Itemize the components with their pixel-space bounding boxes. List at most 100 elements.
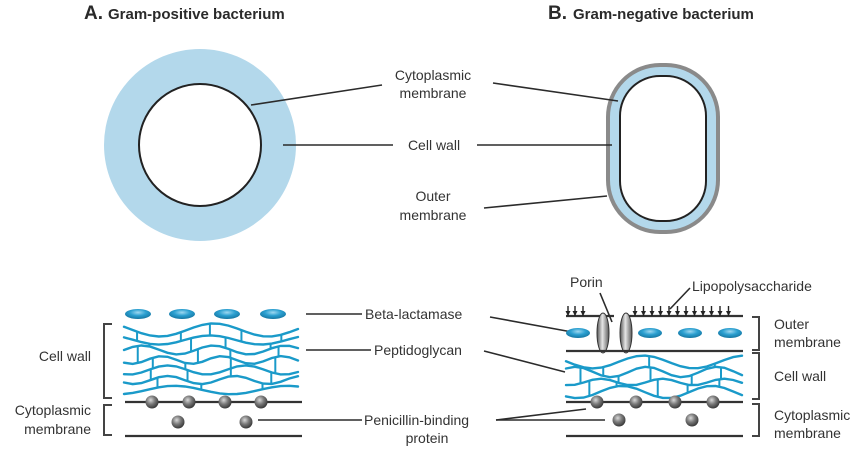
bracket-cytoplasmic-membrane (103, 404, 112, 436)
label-beta-lactamase: Beta-lactamase (365, 306, 462, 322)
peptidoglycan-strand (122, 384, 300, 396)
beta-lactamase-enzyme (125, 309, 151, 319)
label-peptidoglycan: Peptidoglycan (374, 342, 462, 358)
leader-line (483, 195, 608, 209)
lipopolysaccharide-group (565, 306, 731, 316)
peptidoglycan-strand (122, 322, 300, 338)
penicillin-binding-protein (145, 395, 159, 409)
gram-positive-cytoplasmic-membrane (138, 83, 262, 207)
right-label-cytoplasmic-membrane-line2: membrane (774, 425, 841, 441)
penicillin-binding-protein (706, 395, 720, 409)
peptidoglycan-mesh (122, 322, 300, 396)
penicillin-binding-protein (612, 413, 626, 427)
gram-negative-cell (606, 63, 720, 234)
panel-b-title-text: Gram-negative bacterium (573, 6, 754, 23)
penicillin-binding-proteins-negative (590, 395, 720, 427)
panel-b-title: B. Gram-negative bacterium (548, 3, 754, 24)
gram-positive-cell (104, 49, 296, 241)
peptidoglycan-strand (564, 384, 744, 400)
peptidoglycan-strand (122, 334, 300, 346)
right-label-cell-wall: Cell wall (774, 368, 826, 384)
penicillin-binding-protein (239, 415, 253, 429)
top-labels: Cytoplasmic membrane Cell wall Outer mem… (250, 67, 619, 223)
lipopolysaccharide-head (726, 311, 731, 316)
lipopolysaccharide-head (683, 311, 689, 316)
peptidoglycan-strand (122, 354, 300, 366)
lipopolysaccharide-head (666, 311, 672, 316)
bracket-outer-membrane (752, 316, 760, 351)
bracket-cell-wall (103, 323, 112, 399)
gram-negative-cross-section: Porin Lipopolysaccharide Outer membrane … (564, 274, 850, 441)
label-outer-membrane-line1: Outer (415, 188, 450, 204)
beta-lactamase-enzyme (638, 328, 662, 338)
label-porin: Porin (570, 274, 603, 290)
beta-lactamase-group-negative (566, 328, 742, 338)
porin-leader (599, 292, 613, 323)
beta-lactamase-enzyme (566, 328, 590, 338)
left-label-cytoplasmic-membrane-line1: Cytoplasmic (15, 402, 91, 418)
lipopolysaccharide-head (572, 311, 578, 316)
beta-lactamase-group (125, 309, 286, 319)
lipopolysaccharide-head (632, 311, 638, 316)
panel-a-letter: A. (84, 3, 103, 24)
penicillin-binding-protein (218, 395, 232, 409)
lipopolysaccharide-head (675, 311, 680, 316)
beta-lactamase-enzyme (718, 328, 742, 338)
porin-left (596, 312, 610, 354)
middle-labels: Beta-lactamase Peptidoglycan Penicillin-… (258, 306, 605, 446)
lipopolysaccharide-head (700, 311, 706, 316)
peptidoglycan-strand (122, 374, 300, 386)
left-label-cytoplasmic-membrane-line2: membrane (24, 421, 91, 437)
beta-lactamase-enzyme (169, 309, 195, 319)
label-cell-wall: Cell wall (408, 137, 460, 153)
right-label-outer-membrane-line2: membrane (774, 334, 841, 350)
lipopolysaccharide-head (580, 311, 586, 316)
peptidoglycan-mesh-negative (564, 354, 744, 400)
penicillin-binding-proteins (145, 395, 268, 429)
label-outer-membrane-line2: membrane (400, 207, 467, 223)
penicillin-binding-protein (685, 413, 699, 427)
lipopolysaccharide-head (565, 311, 571, 316)
lipopolysaccharide-head (649, 311, 655, 316)
right-label-cytoplasmic-membrane-line1: Cytoplasmic (774, 407, 850, 423)
leader-line (495, 408, 587, 421)
leader-line (492, 82, 619, 102)
label-penicillin-binding-protein-line2: protein (406, 430, 449, 446)
lipopolysaccharide-head (709, 311, 714, 316)
penicillin-binding-protein (182, 395, 196, 409)
penicillin-binding-protein (590, 395, 604, 409)
peptidoglycan-strand (564, 377, 744, 387)
lps-leader (669, 287, 691, 310)
leader-line (483, 350, 566, 373)
peptidoglycan-strand (564, 354, 744, 370)
beta-lactamase-enzyme (260, 309, 286, 319)
bracket-cytoplasmic-membrane-negative (752, 403, 760, 437)
penicillin-binding-protein (629, 395, 643, 409)
gram-negative-cytoplasmic-membrane (619, 75, 707, 222)
penicillin-binding-protein (254, 395, 268, 409)
leader-line (250, 84, 383, 106)
right-label-outer-membrane-line1: Outer (774, 316, 809, 332)
beta-lactamase-enzyme (214, 309, 240, 319)
gram-positive-cross-section: Cell wall Cytoplasmic membrane (15, 309, 302, 438)
lipopolysaccharide-head (717, 311, 723, 316)
lipopolysaccharide-head (692, 311, 697, 316)
beta-lactamase-enzyme (678, 328, 702, 338)
label-cytoplasmic-membrane-line2: membrane (400, 85, 467, 101)
label-lipopolysaccharide: Lipopolysaccharide (692, 278, 812, 294)
peptidoglycan-strand (564, 365, 744, 379)
lipopolysaccharide-head (641, 311, 646, 316)
porin-right (619, 312, 633, 354)
label-penicillin-binding-protein-line1: Penicillin-binding (364, 412, 469, 428)
leader-line (489, 316, 573, 333)
label-cytoplasmic-membrane-line1: Cytoplasmic (395, 67, 471, 83)
penicillin-binding-protein (171, 415, 185, 429)
panel-a-title: A. Gram-positive bacterium (84, 3, 285, 24)
panel-b-letter: B. (548, 3, 567, 24)
left-label-cell-wall: Cell wall (39, 348, 91, 364)
lipopolysaccharide-head (658, 311, 663, 316)
peptidoglycan-strand (122, 344, 300, 356)
bracket-cell-wall-negative (752, 352, 760, 400)
penicillin-binding-protein (668, 395, 682, 409)
